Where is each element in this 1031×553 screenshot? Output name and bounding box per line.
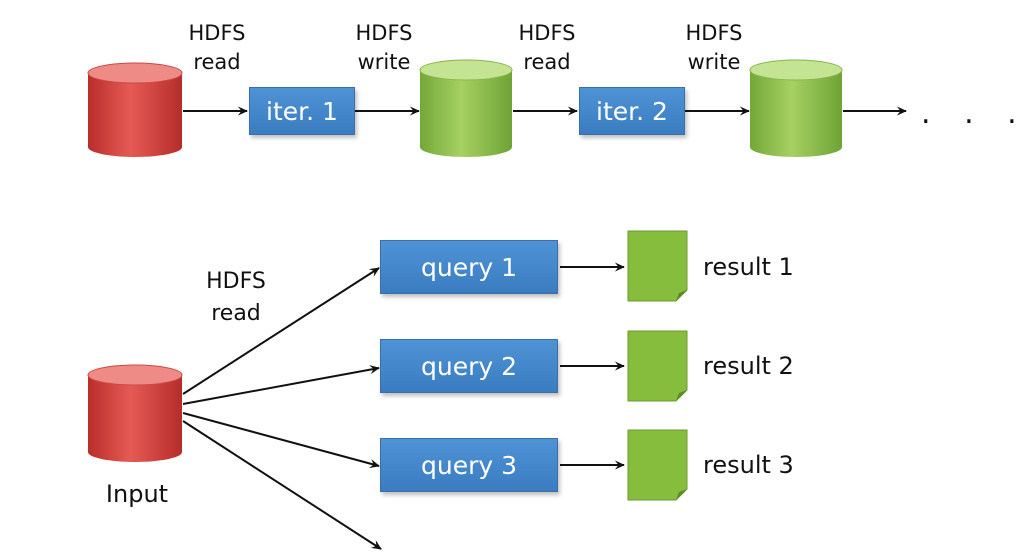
result-document-3	[627, 429, 688, 501]
label-line: write	[687, 50, 741, 74]
result-label-3: result 3	[703, 451, 794, 479]
label-line: HDFS	[355, 21, 413, 45]
label-hdfs-read-bottom: HDFS read	[196, 266, 276, 330]
label-line: read	[211, 301, 261, 326]
fanout-arrow-query-1	[182, 267, 380, 395]
label-hdfs-read-1: HDFS read	[182, 19, 252, 77]
input-label: Input	[105, 480, 169, 508]
hdfs-input-cylinder	[87, 62, 183, 157]
label-line: read	[193, 50, 241, 74]
iteration-box-1: iter. 1	[249, 87, 355, 135]
result-label-1: result 1	[703, 253, 794, 281]
label-hdfs-write-1: HDFS write	[346, 19, 422, 77]
input-cylinder	[87, 364, 183, 462]
continuation-ellipsis: . . .	[921, 96, 1029, 131]
fanout-arrow-query-2	[182, 365, 380, 405]
label-line: HDFS	[206, 269, 266, 294]
result-label-2: result 2	[703, 352, 794, 380]
query-box-2: query 2	[380, 339, 558, 393]
query-box-3: query 3	[380, 438, 558, 492]
fanout-arrow-query-3	[182, 412, 380, 469]
label-hdfs-read-2: HDFS read	[512, 19, 582, 77]
hdfs-intermediate-cylinder-2	[749, 59, 843, 157]
hdfs-intermediate-cylinder-1	[419, 59, 513, 157]
label-line: read	[523, 50, 571, 74]
iteration-box-2: iter. 2	[579, 87, 685, 135]
result-document-1	[627, 230, 688, 302]
label-line: write	[357, 50, 411, 74]
label-line: HDFS	[685, 21, 743, 45]
label-line: HDFS	[188, 21, 246, 45]
result-document-2	[627, 330, 688, 402]
query-box-1: query 1	[380, 240, 558, 294]
fanout-arrow-more	[182, 420, 382, 550]
label-hdfs-write-2: HDFS write	[676, 19, 752, 77]
label-line: HDFS	[518, 21, 576, 45]
